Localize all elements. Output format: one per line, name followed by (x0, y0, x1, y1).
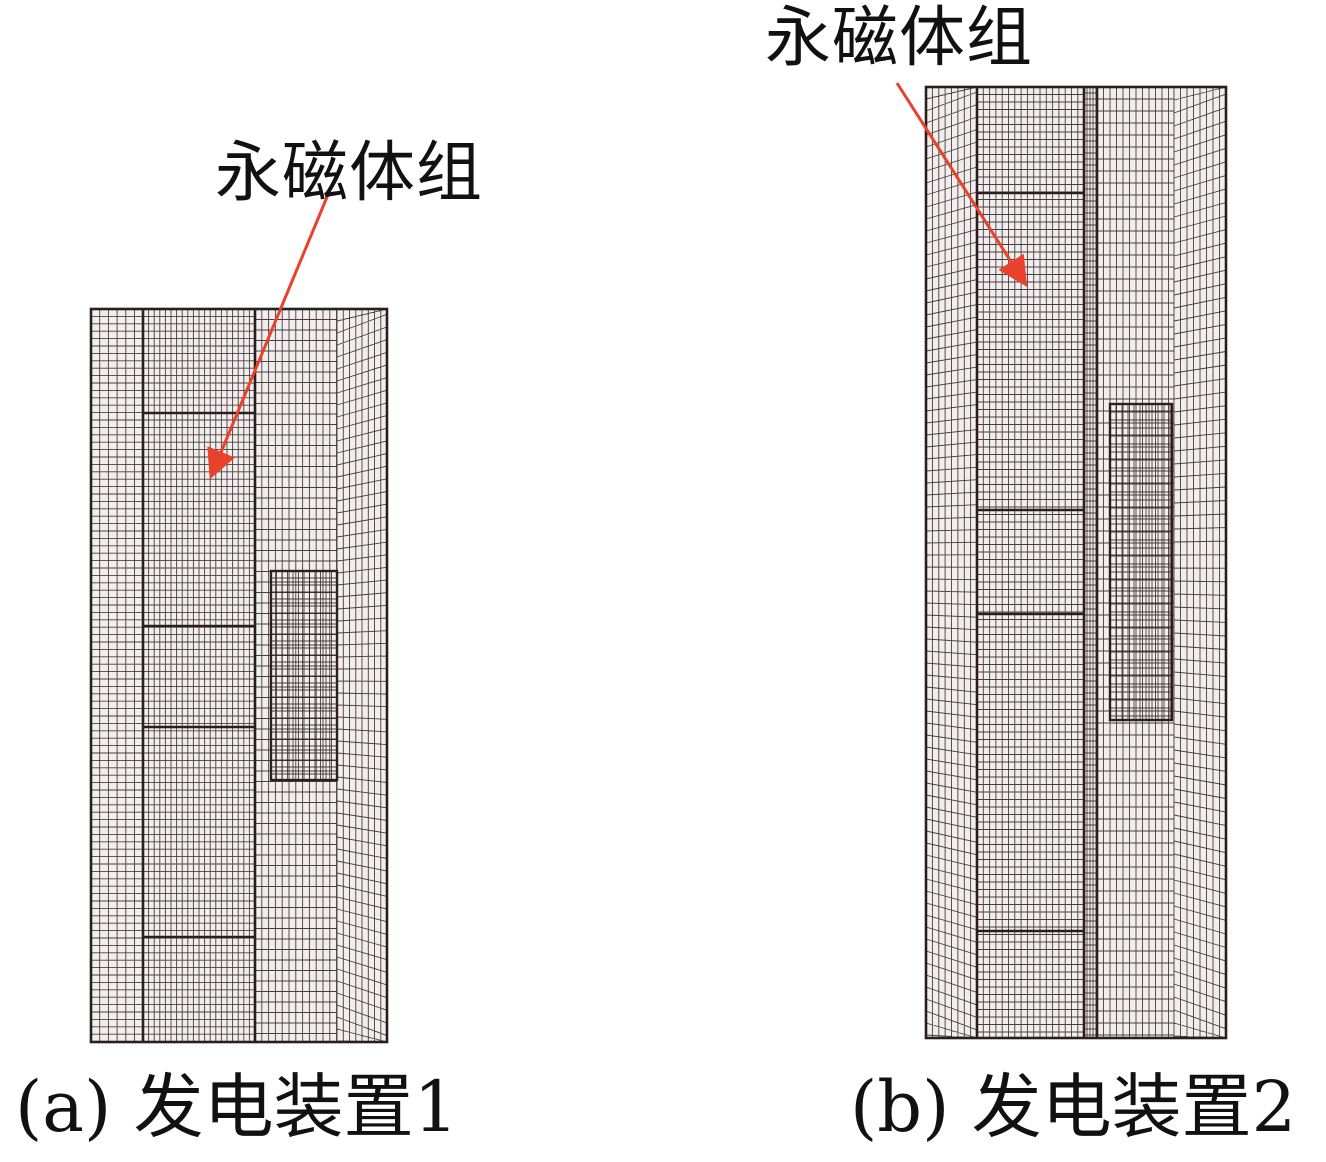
annotation-arrow-b (895, 82, 1028, 288)
caption-a: (a) 发电装置1 (15, 1066, 459, 1148)
device-1-mesh (89, 307, 389, 1044)
device-2-mesh (924, 85, 1228, 1040)
mesh-background-a (91, 309, 387, 1042)
mesh-magnet-column-a (142, 308, 256, 1043)
caption-b: (b) 发电装置2 (850, 1066, 1297, 1148)
annotation-label-a: 永磁体组 (215, 134, 483, 211)
annotation-arrow-a (207, 184, 334, 480)
coil-frame-a (269, 569, 339, 782)
annotation-label-b: 永磁体组 (765, 0, 1033, 76)
frame-b (924, 85, 1228, 1040)
coil-frame-b (1108, 402, 1174, 722)
frame-a (89, 307, 389, 1044)
